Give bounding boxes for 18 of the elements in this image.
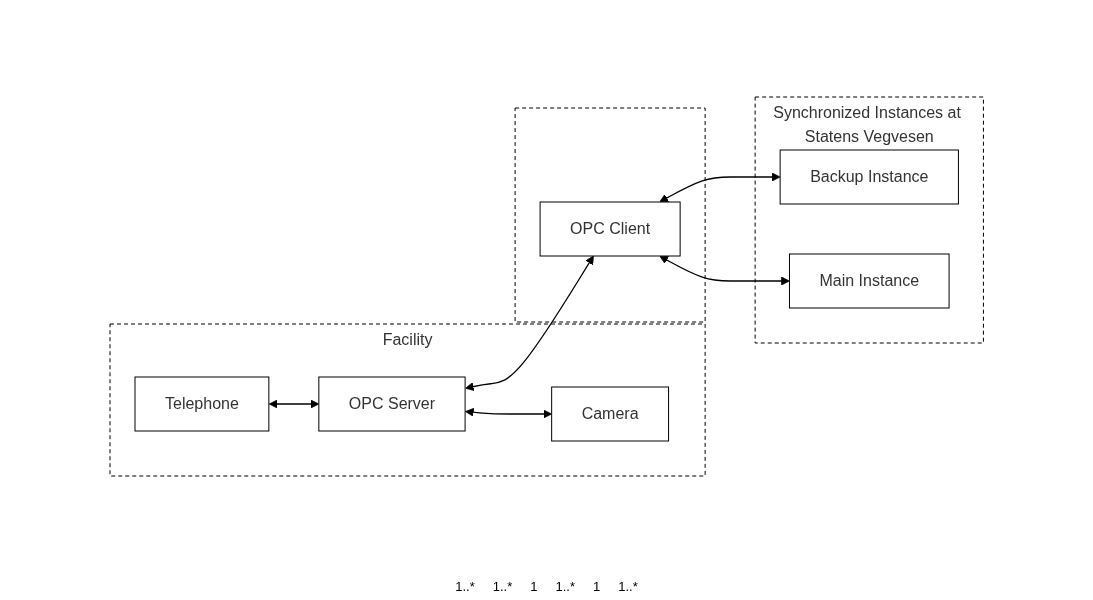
multiplicity-label: 1..* bbox=[555, 579, 575, 594]
arrow bbox=[659, 172, 781, 203]
multiplicity-label: 1..* bbox=[618, 579, 638, 594]
arrow bbox=[464, 407, 552, 419]
node-box: OPC Server bbox=[318, 376, 466, 432]
node-box: Telephone bbox=[134, 376, 270, 432]
multiplicity-label: 1..* bbox=[492, 579, 513, 594]
node-box: Backup Instance bbox=[779, 149, 959, 205]
arrow bbox=[464, 255, 594, 391]
arrow bbox=[659, 255, 790, 286]
multiplicity-label: 1 bbox=[593, 579, 601, 594]
cluster bbox=[514, 107, 706, 323]
multiplicity-label: 1 bbox=[530, 579, 538, 594]
node-box: OPC Client bbox=[539, 201, 681, 257]
node-box: Main Instance bbox=[788, 253, 950, 309]
arrow bbox=[268, 399, 320, 409]
multiplicity-label: 1..* bbox=[455, 579, 475, 594]
node-box: Camera bbox=[550, 386, 669, 442]
